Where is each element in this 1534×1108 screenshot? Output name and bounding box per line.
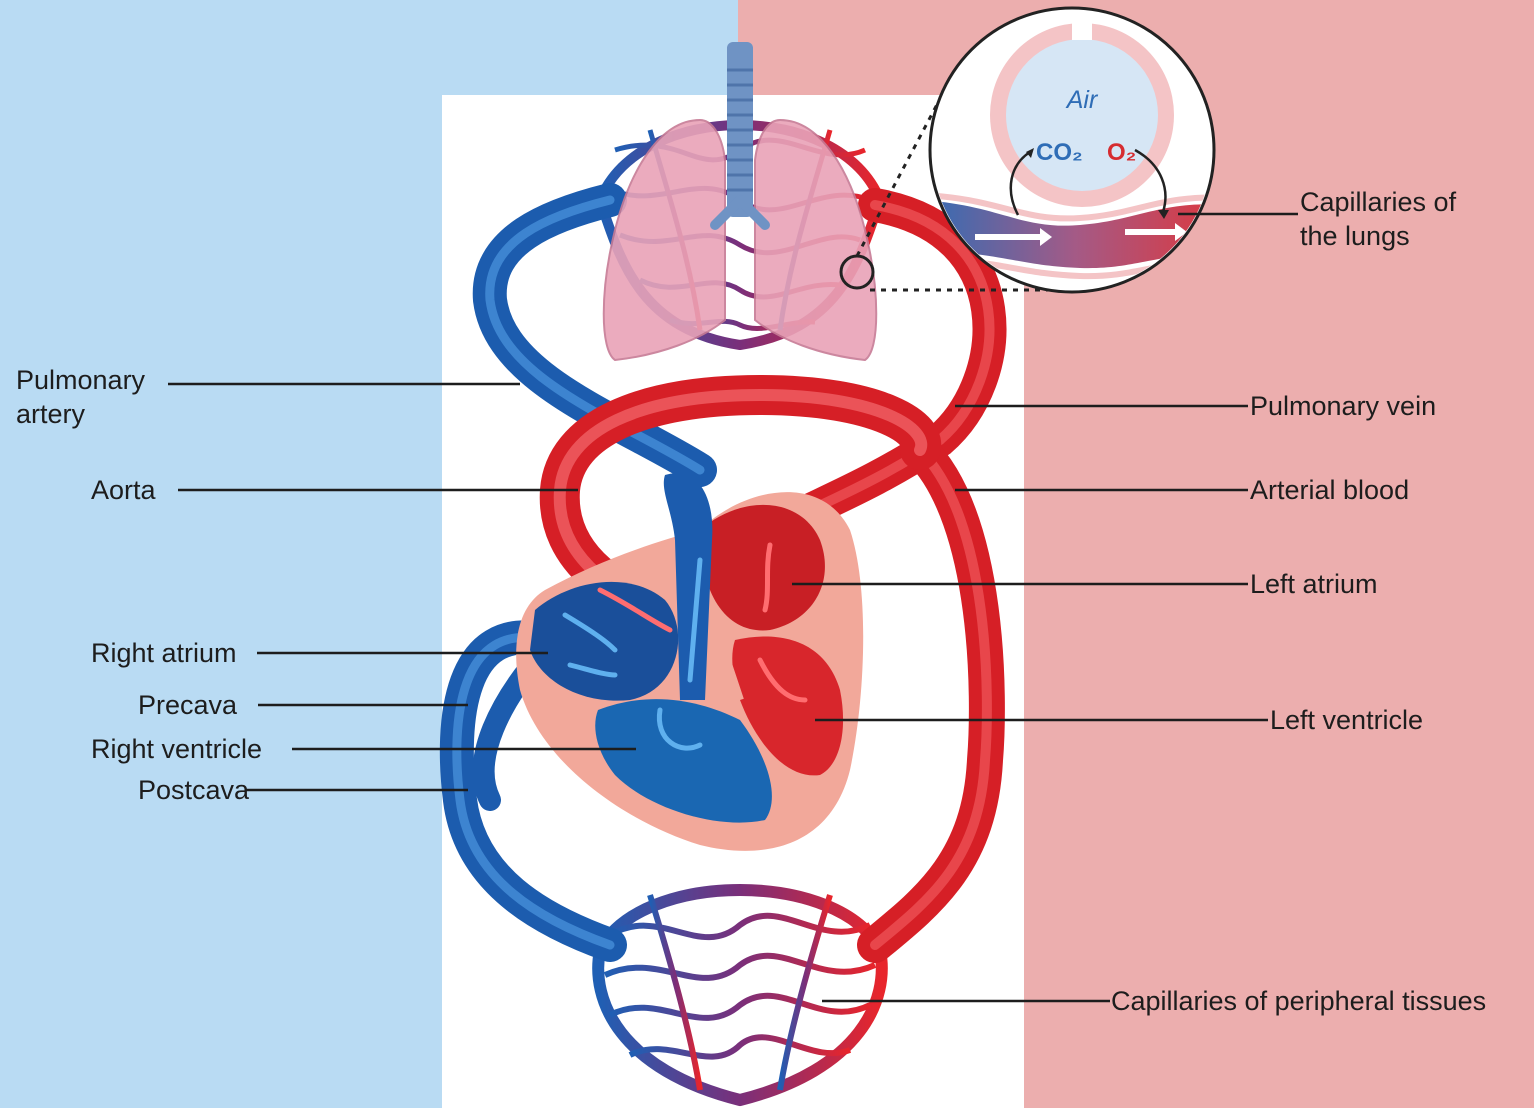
label-pulmonary-artery-line2: artery — [16, 397, 145, 431]
label-pulmonary-vein: Pulmonary vein — [1250, 389, 1436, 423]
inset-co2-text: CO₂ — [1036, 139, 1083, 166]
label-capillaries-lungs: Capillaries of the lungs — [1300, 185, 1456, 253]
label-capillaries-lungs-line1: Capillaries of — [1300, 185, 1456, 219]
label-aorta: Aorta — [91, 473, 156, 507]
label-left-atrium: Left atrium — [1250, 567, 1378, 601]
label-right-atrium: Right atrium — [91, 636, 237, 670]
inset-o2-text: O₂ — [1107, 139, 1136, 166]
label-pulmonary-artery-line1: Pulmonary — [16, 363, 145, 397]
label-left-ventricle: Left ventricle — [1270, 703, 1423, 737]
label-right-ventricle: Right ventricle — [91, 732, 262, 766]
label-capillaries-peripheral: Capillaries of peripheral tissues — [1111, 984, 1486, 1018]
label-postcava: Postcava — [138, 773, 249, 807]
inset-air-text: Air — [1065, 86, 1099, 114]
label-arterial-blood: Arterial blood — [1250, 473, 1409, 507]
label-pulmonary-artery: Pulmonary artery — [16, 363, 145, 431]
label-capillaries-lungs-line2: the lungs — [1300, 219, 1456, 253]
label-precava: Precava — [138, 688, 237, 722]
